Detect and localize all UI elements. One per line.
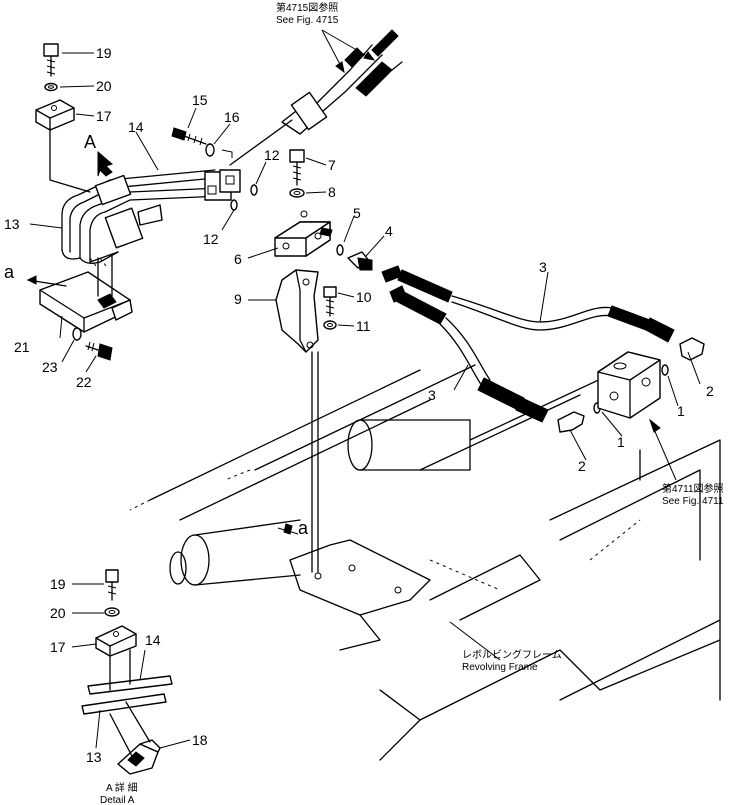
view-a-label: A [84,132,96,152]
pipe-assembly [61,150,241,264]
callout-22: 22 [76,374,92,390]
callout-3-right: 3 [539,259,547,275]
detail-callout-13: 13 [86,749,102,765]
callout-9: 9 [234,291,242,307]
note-detail-en: Detail A [100,795,135,805]
callout-1-left: 1 [617,434,625,450]
detail-callout-14: 14 [145,632,161,648]
note-fig4711-en: See Fig. 4711 [662,496,724,507]
note-fig4715-en: See Fig. 4715 [276,15,339,26]
detail-callout-20: 20 [50,605,66,621]
clamp-group-upper [26,43,133,361]
callout-2-right: 2 [706,383,714,399]
reference-notes: 第4715図参照 See Fig. 4715 第4711図参照 See Fig.… [100,1,724,805]
detail-a [81,569,173,775]
callout-1-right: 1 [677,403,685,419]
callout-14: 14 [128,119,144,135]
junction-block [171,127,373,271]
note-fig4711-jp: 第4711図参照 [662,482,724,495]
callout-16: 16 [224,109,240,125]
callout-arrow-a-frame: a [298,518,309,538]
bracket [275,269,337,573]
callout-20: 20 [96,78,112,94]
valve-block [597,351,661,419]
leader-lines [29,29,701,749]
callout-arrow-a-left: a [4,262,15,282]
callout-21: 21 [14,339,30,355]
callout-labels: 19 20 17 14 A 13 15 16 12 12 7 8 5 4 6 9… [4,45,714,765]
note-frame-en: Revolving Frame [462,662,538,673]
detail-callout-17: 17 [50,639,66,655]
callout-17: 17 [96,108,112,124]
revolving-frame [129,364,721,761]
detail-callout-19: 19 [50,576,66,592]
callout-4: 4 [385,223,393,239]
detail-callout-18: 18 [192,732,208,748]
callout-3-left: 3 [428,387,436,403]
callout-8: 8 [328,184,336,200]
callout-6: 6 [234,251,242,267]
callout-10: 10 [356,289,372,305]
callout-15: 15 [192,92,208,108]
valve-linkage-upper [229,29,403,166]
hoses [381,265,705,433]
callout-7: 7 [328,157,336,173]
callout-12-upper: 12 [264,147,280,163]
callout-2-left: 2 [578,458,586,474]
callout-19: 19 [96,45,112,61]
callout-12-lower: 12 [203,231,219,247]
callout-23: 23 [42,359,58,375]
note-detail-jp: A 詳 細 [106,781,138,794]
callout-13: 13 [4,216,20,232]
callout-5: 5 [353,205,361,221]
note-frame-jp: レボルビングフレーム [462,648,562,661]
note-fig4715-jp: 第4715図参照 [276,1,338,14]
callout-11: 11 [356,318,371,334]
